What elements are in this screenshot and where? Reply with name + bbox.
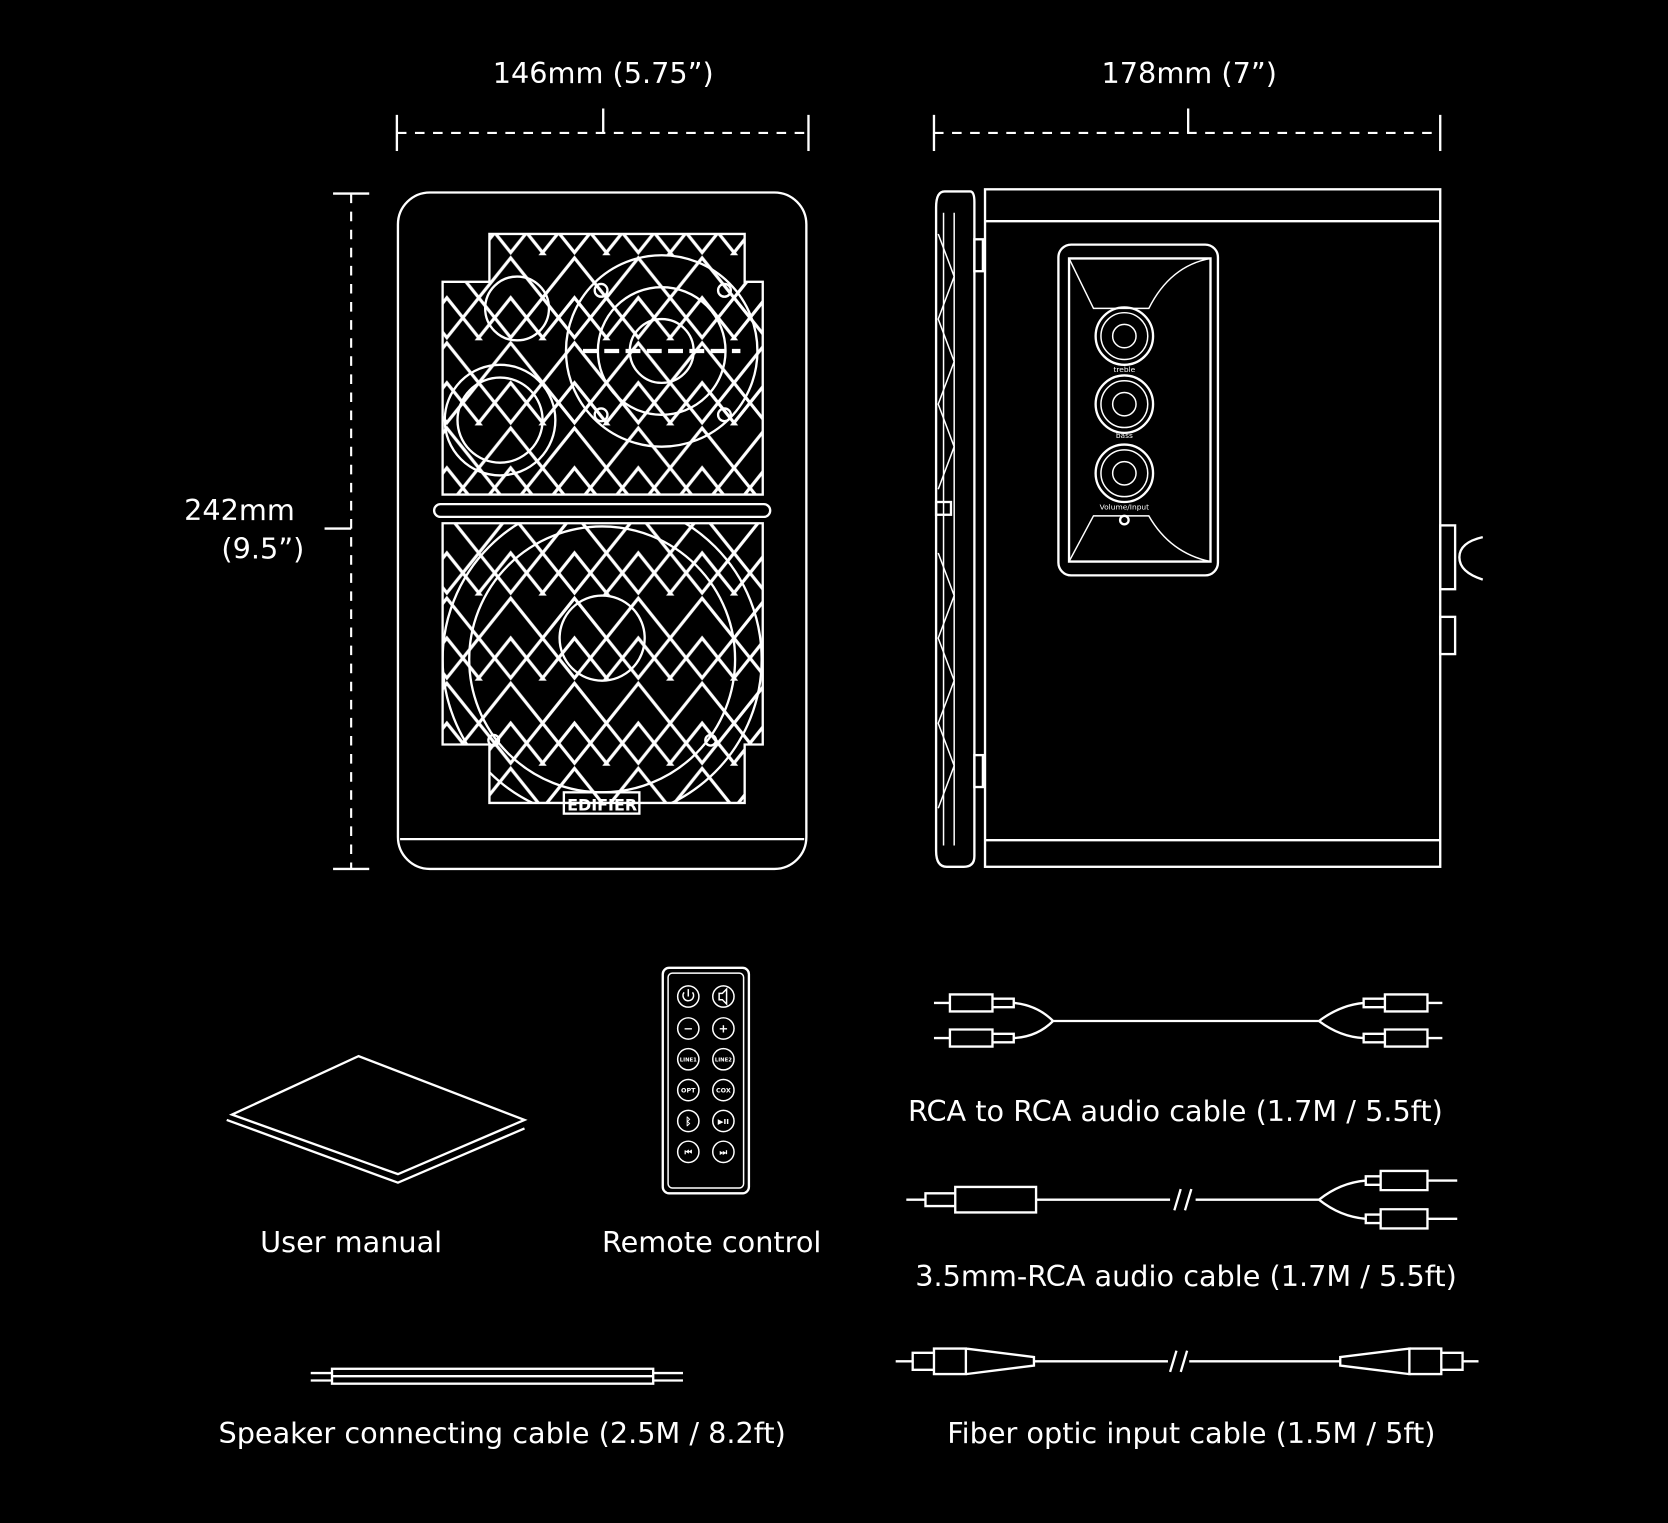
optical-cable: Fiber optic input cable (1.5M / 5ft) <box>895 1347 1479 1450</box>
edifier-logo <box>562 791 641 815</box>
width-label: 146mm (5.75”) <box>493 56 714 90</box>
optical-cable-caption: Fiber optic input cable (1.5M / 5ft) <box>947 1416 1435 1450</box>
user-manual-caption: User manual <box>260 1225 442 1259</box>
remote-control-caption: Remote control <box>602 1225 821 1259</box>
remote-button-play-pause: ▶II <box>712 1109 735 1133</box>
svg-text:LINE2: LINE2 <box>715 1057 732 1063</box>
svg-text:OPT: OPT <box>681 1086 696 1094</box>
rca-cable: RCA to RCA audio cable (1.7M / 5.5ft) <box>908 993 1443 1128</box>
svg-text:−: − <box>683 1022 693 1036</box>
height-dimension: 242mm (9.5”) <box>184 192 370 871</box>
bass-knob[interactable]: bass <box>1094 374 1155 440</box>
speaker-cable-caption: Speaker connecting cable (2.5M / 8.2ft) <box>218 1416 785 1450</box>
remote-button-mute <box>712 985 735 1008</box>
edifier-logo-text: EDIFIER <box>567 795 637 814</box>
svg-text:⏭: ⏭ <box>720 1148 729 1158</box>
remote-button-bluetooth: ᛒ <box>676 1109 700 1133</box>
remote-button-line2: LINE2 <box>712 1047 735 1071</box>
remote-button-plus: + <box>712 1017 735 1040</box>
remote-button-line1: LINE1 <box>676 1047 700 1071</box>
volume-input-knob[interactable]: Volume/Input <box>1094 443 1155 512</box>
treble-knob[interactable]: treble <box>1094 306 1155 374</box>
aux-cable-caption: 3.5mm-RCA audio cable (1.7M / 5.5ft) <box>915 1259 1456 1293</box>
volume-input-label: Volume/Input <box>1100 502 1150 511</box>
svg-text:▶II: ▶II <box>718 1117 729 1126</box>
control-panel: treble bass Volume/Input <box>1057 243 1220 577</box>
remote-button-opt: OPT <box>676 1078 700 1102</box>
speaker-cable: Speaker connecting cable (2.5M / 8.2ft) <box>218 1367 786 1450</box>
rca-cable-caption: RCA to RCA audio cable (1.7M / 5.5ft) <box>908 1094 1443 1128</box>
svg-text:+: + <box>718 1022 728 1036</box>
remote-button-cox: COX <box>712 1078 735 1102</box>
speaker-front-view: EDIFIER <box>396 191 808 871</box>
remote-control: − + LINE1 LINE2 OPT COX ᛒ ▶II ⏮ ⏭ Remote… <box>602 966 821 1259</box>
remote-button-power <box>676 985 700 1008</box>
height-in-label: (9.5”) <box>221 531 304 565</box>
svg-text:COX: COX <box>716 1086 731 1094</box>
remote-button-previous: ⏮ <box>676 1140 700 1164</box>
bass-label: bass <box>1116 431 1133 440</box>
height-mm-label: 242mm <box>184 493 295 527</box>
speaker-side-view: treble bass Volume/Input <box>934 188 1484 868</box>
treble-label: treble <box>1113 365 1135 374</box>
depth-label: 178mm (7”) <box>1102 56 1277 90</box>
depth-dimension: 178mm (7”) <box>932 56 1442 152</box>
svg-text:LINE1: LINE1 <box>680 1057 697 1063</box>
user-manual: User manual <box>226 1054 528 1259</box>
remote-button-minus: − <box>676 1017 700 1040</box>
remote-button-next: ⏭ <box>712 1140 735 1164</box>
svg-text:⏮: ⏮ <box>684 1148 692 1158</box>
svg-text:ᛒ: ᛒ <box>685 1115 691 1128</box>
aux-cable: 3.5mm-RCA audio cable (1.7M / 5.5ft) <box>906 1169 1458 1293</box>
width-dimension: 146mm (5.75”) <box>395 56 810 152</box>
